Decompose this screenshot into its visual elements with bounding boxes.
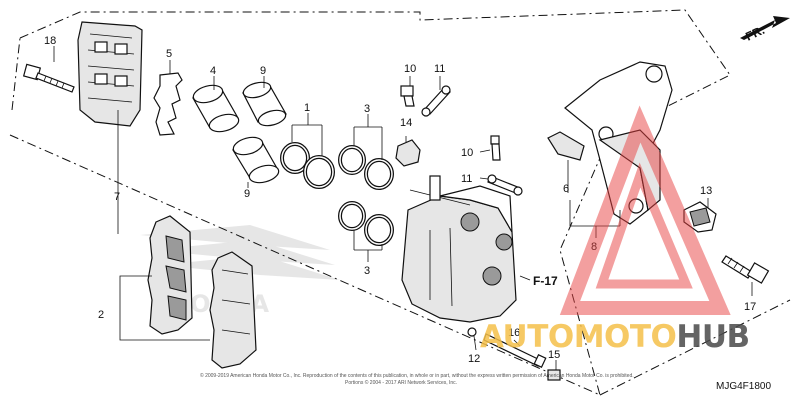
callout-3-lower: 3 xyxy=(364,265,370,277)
callout-12: 12 xyxy=(468,353,480,365)
callout-5: 5 xyxy=(166,48,172,60)
watermark-text: AUTOMOTOHUB xyxy=(480,319,750,355)
part-5-pad-spring xyxy=(153,72,183,136)
part-14-bleeder-cap xyxy=(395,139,421,167)
part-6-pin-boot xyxy=(547,131,585,161)
callout-2: 2 xyxy=(98,309,104,321)
callout-11-lower: 11 xyxy=(461,173,472,185)
callout-9-lower: 9 xyxy=(244,188,250,200)
callout-10-upper: 10 xyxy=(404,63,416,75)
callout-6: 6 xyxy=(563,183,569,195)
part-10-bleeder-screw-upper xyxy=(400,85,415,107)
callout-9-upper: 9 xyxy=(260,65,266,77)
part-11-pin-clip-lower xyxy=(487,174,523,196)
caliper-body xyxy=(401,175,517,323)
part-9-piston-lower xyxy=(232,136,280,184)
part-1-piston-seals xyxy=(280,142,335,189)
callout-1: 1 xyxy=(304,102,310,114)
front-direction-arrow: FR. xyxy=(740,16,790,44)
callout-17: 17 xyxy=(744,301,756,313)
assembly-boundary xyxy=(9,9,791,396)
copyright-line-1: © 2009-2019 American Honda Motor Co., In… xyxy=(200,372,634,379)
part-10-bleeder-screw-lower xyxy=(490,135,501,161)
diagram-code: MJG4F1800 xyxy=(716,381,771,392)
watermark-text-part1: AUTOMOTO xyxy=(480,319,676,355)
part-7-caliper-bracket-plate xyxy=(77,21,143,127)
automotohub-watermark: AUTOMOTOHUB xyxy=(480,105,750,355)
reference-f17: F-17 xyxy=(533,274,558,288)
part-4-piston xyxy=(192,84,240,133)
part-2-brake-pads xyxy=(147,215,257,369)
front-direction-label: FR. xyxy=(743,23,766,44)
callout-18: 18 xyxy=(44,35,56,47)
callout-10-lower: 10 xyxy=(461,147,473,159)
part-11-pin-clip-upper xyxy=(421,85,451,117)
callout-15: 15 xyxy=(548,349,560,361)
watermark-triangle-inner xyxy=(595,162,693,289)
part-15-plug xyxy=(547,369,561,381)
part-9-piston-upper xyxy=(242,81,287,127)
callout-7: 7 xyxy=(114,191,120,203)
callout-4: 4 xyxy=(210,65,216,77)
part-18-bolt xyxy=(22,63,75,93)
callout-16: 16 xyxy=(508,327,520,339)
part-3-piston-seals-upper xyxy=(338,145,394,190)
leader-lines xyxy=(53,46,753,370)
watermark-text-part2: HUB xyxy=(676,319,749,355)
part-12-washer xyxy=(467,327,477,337)
part-17-bolt xyxy=(721,255,770,284)
part-16-pin xyxy=(483,333,547,369)
copyright-line-2: Portions © 2004 - 2017 ARI Network Servi… xyxy=(345,379,457,386)
callout-3-upper: 3 xyxy=(364,103,370,115)
watermark-triangle xyxy=(559,105,731,315)
callout-14: 14 xyxy=(400,117,412,129)
callout-13: 13 xyxy=(700,185,712,197)
part-3-piston-seals-lower xyxy=(338,201,394,246)
callout-11-upper: 11 xyxy=(434,63,445,75)
